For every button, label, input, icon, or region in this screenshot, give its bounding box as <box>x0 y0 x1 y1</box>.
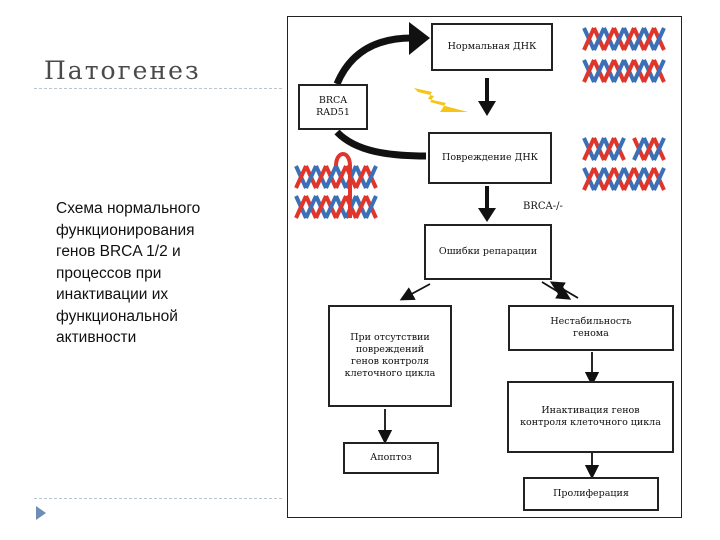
apoptosis-label: Апоптоз <box>370 452 412 463</box>
repair-errors-box: Ошибки репарации <box>424 224 552 280</box>
gene-inactivation-box: Инактивация генов контроля клеточного ци… <box>507 381 674 453</box>
body-line: процессов при <box>56 264 162 282</box>
dna-helix-icon <box>582 167 666 191</box>
box-line: Нестабильность <box>550 316 632 327</box>
body-line: активности <box>56 329 137 346</box>
curved-arrow-to-normal-dna <box>333 34 413 86</box>
arrow-down-icon <box>478 186 496 222</box>
dna-helix-icon <box>582 27 666 51</box>
slide-body-text: Схема нормального функционирования генов… <box>56 198 266 349</box>
body-line: Схема нормального <box>56 200 201 217</box>
dna-helices <box>294 27 666 219</box>
rad51-label: RAD51 <box>316 107 350 118</box>
dna-damage-label: Повреждение ДНК <box>442 152 538 163</box>
dna-damage-box: Повреждение ДНК <box>428 132 552 184</box>
proliferation-label: Пролиферация <box>553 488 629 499</box>
box-line: контроля клеточного цикла <box>520 417 661 428</box>
genome-instability-box: Нестабильность генома <box>508 305 674 351</box>
bullet-arrow-icon <box>36 506 46 520</box>
box-line: генома <box>573 328 609 339</box>
dna-helix-broken-icon <box>582 137 666 161</box>
brca-label: BRCA <box>318 95 348 106</box>
box-line: При отсутствии <box>350 332 430 343</box>
box-line: генов контроля <box>350 356 430 367</box>
box-line: клеточного цикла <box>344 368 436 379</box>
no-damage-box: При отсутствии повреждений генов контрол… <box>328 305 452 407</box>
proliferation-box: Пролиферация <box>523 477 659 511</box>
lightning-icon <box>414 88 468 112</box>
dna-loop-icon <box>334 152 352 218</box>
footer-divider <box>34 498 282 499</box>
body-line: генов BRCA 1/2 и <box>56 243 181 260</box>
dna-helix-icon <box>294 195 378 219</box>
slide-title: Патогенез <box>44 56 201 85</box>
arrow-to-no-damage <box>399 283 431 301</box>
repair-errors-label: Ошибки репарации <box>438 246 538 257</box>
normal-dna-box: Нормальная ДНК <box>431 23 553 71</box>
arrow-down-icon <box>478 78 496 116</box>
box-line: повреждений <box>355 344 425 355</box>
box-line: Инактивация генов <box>541 405 640 416</box>
brca-status-label: BRCA-/- <box>523 201 563 212</box>
arrow-to-instability-2 <box>549 281 579 299</box>
normal-dna-label: Нормальная ДНК <box>447 41 537 52</box>
dna-helix-icon <box>582 59 666 83</box>
body-line: функциональной <box>56 307 178 325</box>
title-divider <box>34 88 282 89</box>
curved-line-brca-to-damage <box>334 129 427 160</box>
body-line: инактивации их <box>56 286 169 303</box>
dna-helix-icon <box>294 165 378 189</box>
curved-arrow-head-icon <box>409 22 430 55</box>
brca-rad51-box: BRCA RAD51 <box>298 84 368 130</box>
apoptosis-box: Апоптоз <box>343 442 439 474</box>
body-line: функционирования <box>56 221 195 239</box>
